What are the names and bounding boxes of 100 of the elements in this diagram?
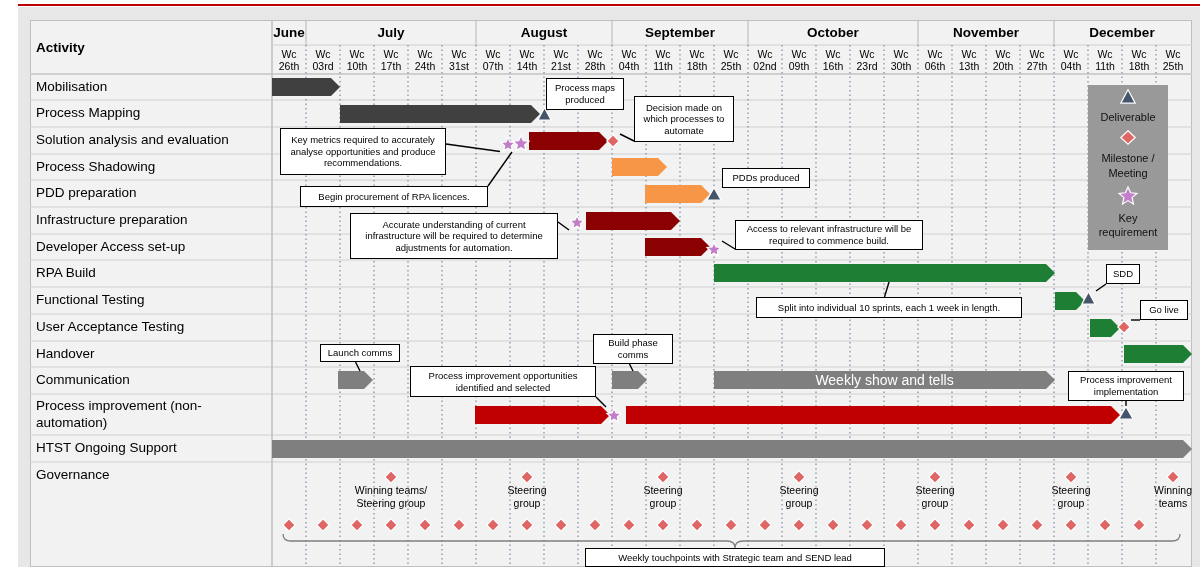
gantt-bar bbox=[645, 185, 710, 203]
week-header: Wc 07th bbox=[481, 46, 505, 74]
activity-label: Governance bbox=[36, 466, 111, 484]
callout-box: Weekly touchpoints with Strategic team and SEND lead bbox=[585, 548, 885, 567]
callout-box: Go live bbox=[1140, 300, 1188, 320]
callout-box: Launch comms bbox=[320, 344, 400, 362]
leader-line bbox=[628, 363, 634, 372]
week-header: Wc 27th bbox=[1025, 46, 1049, 74]
leader-line bbox=[1125, 400, 1127, 407]
gantt-bar bbox=[529, 132, 608, 150]
callout-box: Begin procurement of RPA licences. bbox=[300, 186, 488, 207]
month-header: August bbox=[519, 24, 569, 42]
activity-label: Communication bbox=[36, 371, 131, 390]
activity-label: Process Shadowing bbox=[36, 157, 157, 176]
week-header: Wc 25th bbox=[719, 46, 743, 74]
callout-box: Process maps produced bbox=[546, 78, 624, 110]
week-header: Wc 13th bbox=[957, 46, 981, 74]
week-header: Wc 31st bbox=[448, 46, 470, 74]
activity-label: Functional Testing bbox=[36, 291, 146, 310]
activity-label: Infrastructure preparation bbox=[36, 211, 189, 230]
gantt-bar bbox=[645, 238, 710, 256]
governance-label: Steering group bbox=[1050, 484, 1092, 512]
week-header: Wc 02nd bbox=[752, 46, 778, 74]
governance-label: Steering group bbox=[506, 484, 548, 512]
column-header: Activity bbox=[36, 38, 86, 57]
week-header: Wc 17th bbox=[379, 46, 403, 74]
activity-label: Handover bbox=[36, 344, 96, 363]
week-header: Wc 21st bbox=[550, 46, 572, 74]
governance-label: Steering group bbox=[642, 484, 684, 512]
leader-line bbox=[595, 396, 607, 408]
month-header: September bbox=[644, 24, 716, 42]
activity-label: User Acceptance Testing bbox=[36, 318, 186, 337]
week-header: Wc 10th bbox=[345, 46, 369, 74]
legend-text: Deliverable bbox=[1100, 110, 1156, 125]
week-header: Wc 14th bbox=[515, 46, 539, 74]
week-header: Wc 11th bbox=[1094, 46, 1116, 74]
week-header: Wc 25th bbox=[1161, 46, 1185, 74]
governance-label: Steering group bbox=[914, 484, 956, 512]
week-header: Wc 11th bbox=[652, 46, 674, 74]
gantt-bar bbox=[714, 264, 1055, 282]
gantt-bar bbox=[272, 440, 1192, 458]
governance-label: Winning teams/ Steering group bbox=[353, 484, 429, 512]
activity-label: Process improvement (non-automation) bbox=[36, 396, 203, 432]
governance-label: Winning teams bbox=[1153, 484, 1193, 512]
leader-line bbox=[445, 143, 501, 153]
week-header: Wc 06th bbox=[923, 46, 947, 74]
leader-line bbox=[1130, 319, 1141, 321]
week-header: Wc 18th bbox=[685, 46, 709, 74]
week-header: Wc 18th bbox=[1127, 46, 1151, 74]
callout-box: Split into individual 10 sprints, each 1 week in length. bbox=[756, 297, 1022, 318]
week-header: Wc 28th bbox=[583, 46, 607, 74]
callout-box: Accurate understanding of current infrastructure will be required to determine adjustments for automation. bbox=[350, 213, 558, 259]
activity-label: HTST Ongoing Support bbox=[36, 439, 178, 458]
leader-line bbox=[619, 133, 635, 142]
gantt-bar bbox=[612, 158, 667, 176]
month-header: December bbox=[1088, 24, 1156, 42]
gantt-bar: Weekly show and tells bbox=[714, 371, 1055, 389]
leader-line bbox=[487, 151, 513, 187]
month-header: June bbox=[272, 24, 306, 42]
week-header: Wc 20th bbox=[991, 46, 1015, 74]
activity-label: Process Mapping bbox=[36, 104, 142, 123]
leader-line bbox=[883, 281, 890, 298]
week-header: Wc 23rd bbox=[855, 46, 879, 74]
week-header: Wc 04th bbox=[1059, 46, 1083, 74]
activity-label: PDD preparation bbox=[36, 184, 138, 203]
week-header: Wc 24th bbox=[413, 46, 437, 74]
gantt-bar bbox=[626, 406, 1120, 424]
callout-box: Process improvement implementation bbox=[1068, 371, 1184, 401]
gantt-bar bbox=[586, 212, 680, 230]
week-header: Wc 26th bbox=[277, 46, 301, 74]
activity-label: RPA Build bbox=[36, 264, 97, 283]
gantt-bar bbox=[475, 406, 610, 424]
month-header: November bbox=[952, 24, 1020, 42]
activity-label: Mobilisation bbox=[36, 77, 109, 96]
week-header: Wc 30th bbox=[889, 46, 913, 74]
callout-box: Build phase comms bbox=[593, 334, 673, 364]
month-header: October bbox=[806, 24, 860, 42]
callout-box: Decision made on which processes to automate bbox=[634, 96, 734, 142]
callout-box: Process improvement opportunities identified and selected bbox=[410, 366, 596, 397]
legend-text: Key requirement bbox=[1097, 210, 1159, 240]
gantt-bar bbox=[1124, 345, 1192, 363]
leader-line bbox=[1095, 283, 1107, 292]
leader-line bbox=[721, 240, 736, 250]
week-header: Wc 09th bbox=[787, 46, 811, 74]
week-header: Wc 04th bbox=[617, 46, 641, 74]
legend-text: Milestone / Meeting bbox=[1100, 151, 1156, 180]
week-header: Wc 16th bbox=[821, 46, 845, 74]
callout-box: Access to relevant infrastructure will be required to commence build. bbox=[735, 220, 923, 250]
gantt-bar bbox=[340, 105, 540, 123]
callout-box: PDDs produced bbox=[722, 168, 810, 188]
gantt-bar bbox=[272, 78, 340, 96]
week-header: Wc 03rd bbox=[311, 46, 335, 74]
callout-box: Key metrics required to accurately analyse opportunities and produce recommendations. bbox=[280, 128, 446, 175]
month-header: July bbox=[376, 24, 406, 42]
callout-box: SDD bbox=[1106, 264, 1140, 284]
leader-line bbox=[354, 361, 361, 372]
activity-label: Solution analysis and evaluation bbox=[36, 131, 230, 150]
leader-line bbox=[557, 221, 570, 231]
activity-label: Developer Access set-up bbox=[36, 237, 187, 256]
governance-label: Steering group bbox=[778, 484, 820, 512]
